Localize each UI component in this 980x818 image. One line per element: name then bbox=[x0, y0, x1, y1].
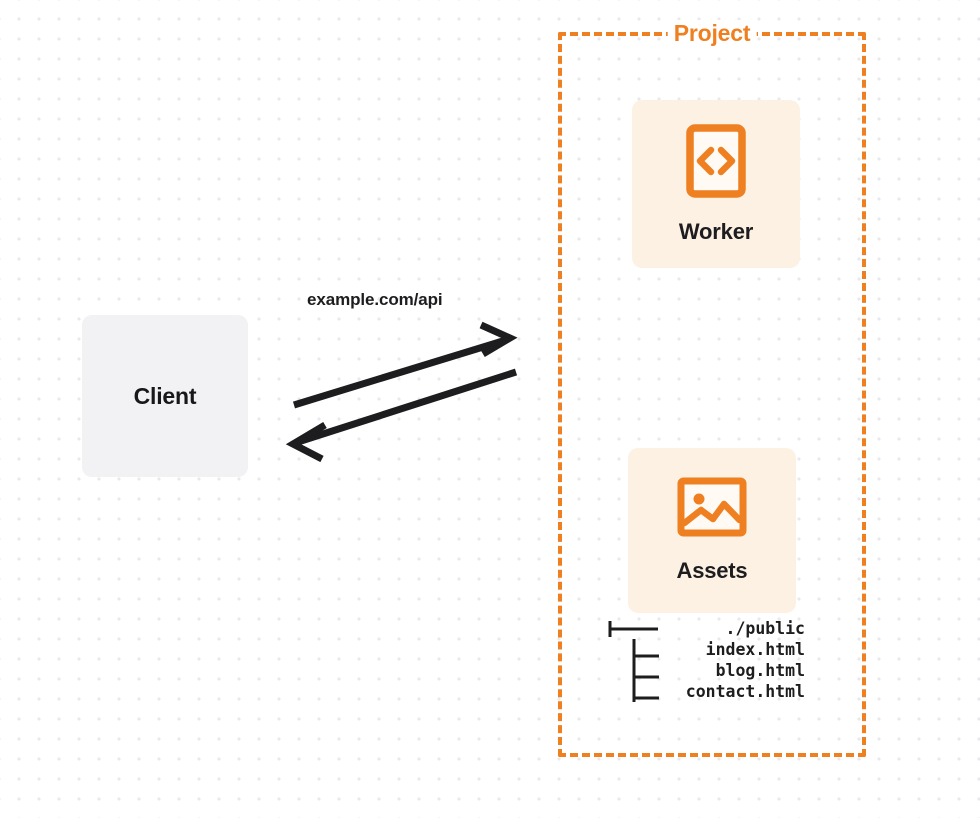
project-container: Project bbox=[558, 20, 866, 757]
worker-card[interactable]: Worker bbox=[632, 100, 800, 268]
connection-label: example.com/api bbox=[307, 290, 443, 309]
response-arrow-head bbox=[285, 421, 327, 463]
request-arrow-line bbox=[292, 336, 508, 409]
file-tree-row: blog.html bbox=[600, 660, 805, 681]
child-branch-icon bbox=[632, 681, 659, 702]
worker-label: Worker bbox=[678, 218, 754, 244]
response-arrow-line bbox=[296, 368, 518, 446]
project-title: Project bbox=[667, 20, 757, 47]
file-tree-name: blog.html bbox=[715, 661, 805, 680]
assets-label: Assets bbox=[676, 558, 748, 583]
root-branch-icon bbox=[608, 621, 658, 637]
file-tree-row: index.html bbox=[600, 639, 805, 660]
file-tree-name: contact.html bbox=[685, 682, 805, 701]
child-branch-icon bbox=[632, 660, 659, 681]
child-branch-icon bbox=[632, 639, 659, 660]
file-tree-name: index.html bbox=[705, 640, 805, 659]
client-label: Client bbox=[133, 382, 197, 409]
file-tree-row: ./public bbox=[600, 618, 805, 639]
file-tree-row: contact.html bbox=[600, 681, 805, 702]
assets-card[interactable]: Assets bbox=[628, 448, 796, 613]
file-tree: ./public index.html blog.html contact.ht… bbox=[600, 618, 805, 702]
file-tree-name: ./public bbox=[725, 619, 805, 638]
code-brackets-icon bbox=[686, 123, 746, 203]
image-icon bbox=[677, 477, 747, 542]
client-node[interactable]: Client bbox=[82, 315, 248, 477]
request-arrow-head bbox=[479, 321, 518, 358]
